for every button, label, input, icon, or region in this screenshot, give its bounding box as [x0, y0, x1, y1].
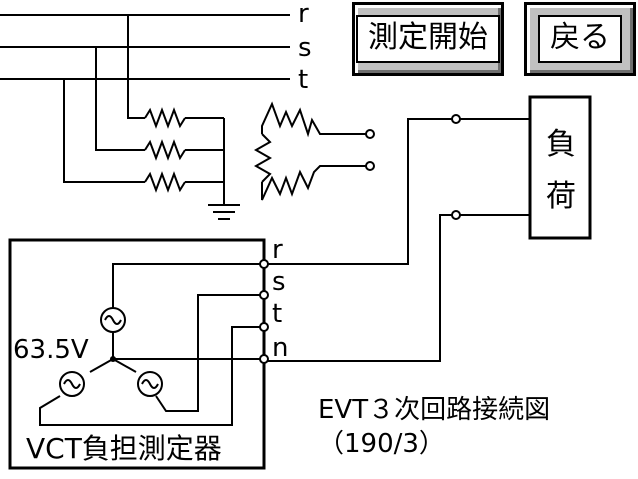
- voltage-label: 63.5V: [13, 335, 89, 365]
- meter-wire-r: [112, 263, 264, 308]
- ac-source-left-icon: [59, 371, 85, 397]
- meter-terminal-r: [259, 259, 269, 269]
- tertiary-winding-bottom: [261, 165, 368, 201]
- meter-title: VCT負担測定器: [26, 432, 222, 465]
- terminal-label-r: r: [272, 235, 283, 265]
- wire-n-to-load: [264, 214, 530, 362]
- tertiary-winding-top: [261, 101, 368, 138]
- terminal-label-n: n: [272, 333, 288, 363]
- bus-label-r: r: [298, 0, 309, 29]
- dropper-r: [127, 15, 145, 119]
- load-label-char2: 荷: [546, 179, 576, 214]
- ground-icon: [208, 204, 240, 220]
- load-terminal-a: [451, 114, 461, 124]
- load-label-char1: 負: [546, 127, 576, 162]
- diagram-title: EVT３次回路接続図: [318, 395, 550, 425]
- wire-r-to-load: [264, 118, 530, 265]
- start-measurement-button[interactable]: 測定開始: [352, 2, 504, 76]
- tertiary-terminal-b: [365, 161, 375, 171]
- back-label: 戻る: [538, 15, 622, 63]
- meter-terminal-t: [259, 322, 269, 332]
- meter-wire-s: [155, 294, 264, 412]
- primary-resistor-t: [144, 171, 186, 193]
- tertiary-winding-left: [253, 133, 273, 183]
- primary-resistor-r: [144, 107, 186, 129]
- primary-resistor-s: [144, 139, 186, 161]
- tertiary-terminal-a: [365, 129, 375, 139]
- bus-label-s: s: [298, 33, 312, 63]
- diagram-ratio: （190/3）: [318, 429, 445, 459]
- dropper-t: [63, 79, 145, 183]
- load-box: [528, 95, 592, 240]
- meter-terminal-n: [259, 354, 269, 364]
- terminal-label-s: s: [272, 267, 286, 297]
- meter-terminal-s: [259, 290, 269, 300]
- meter-wire-t: [39, 326, 264, 426]
- back-button[interactable]: 戻る: [524, 2, 636, 76]
- load-terminal-b: [451, 210, 461, 220]
- terminal-label-t: t: [272, 299, 282, 329]
- ac-source-right-icon: [137, 371, 163, 397]
- star-junction-dot: [110, 356, 116, 362]
- start-measurement-label: 測定開始: [356, 15, 500, 63]
- bus-label-t: t: [298, 65, 308, 95]
- ac-source-top-icon: [100, 307, 126, 333]
- dropper-s: [95, 47, 145, 151]
